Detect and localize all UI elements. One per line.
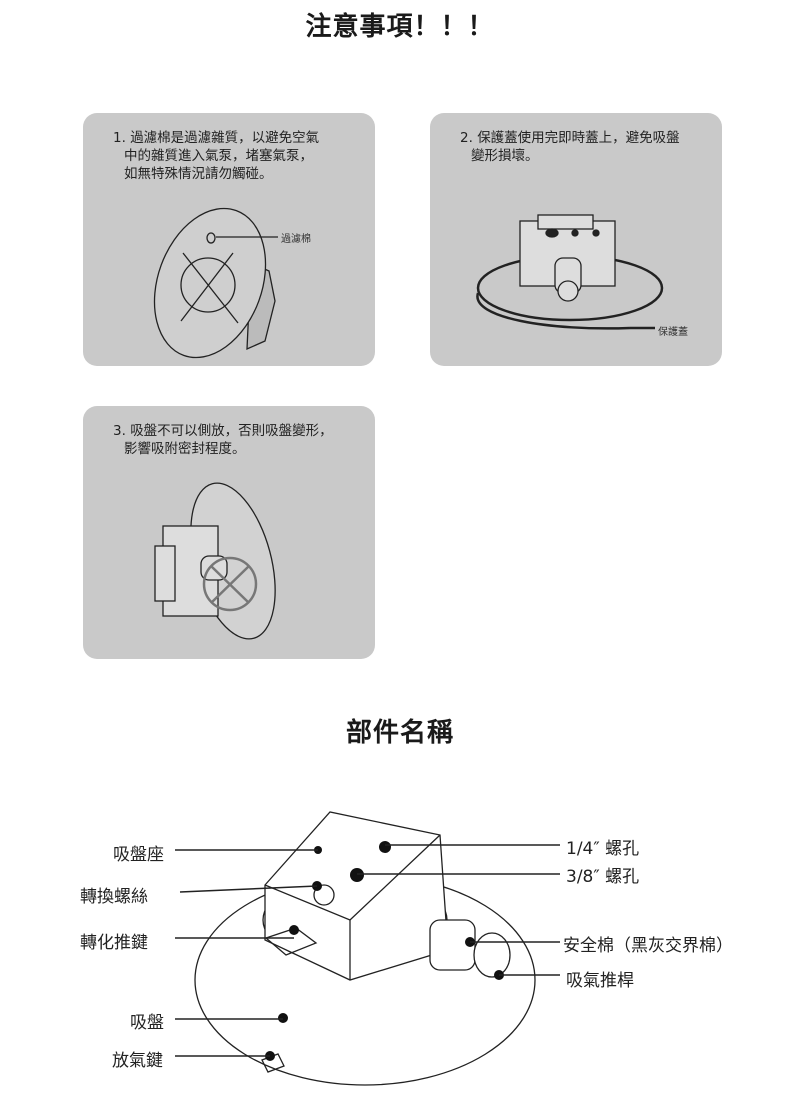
notice-card-cover: 2. 保護蓋使用完即時蓋上，避免吸盤 變形損壞。 保護蓋: [430, 113, 722, 366]
parts-title: 部件名稱: [345, 718, 454, 748]
notice-card-sideways: 3. 吸盤不可以側放，否則吸盤變形， 影響吸附密封程度。: [83, 406, 375, 659]
part-label-safety-foam: 安全棉（黑灰交界棉）: [563, 936, 733, 956]
part-label-base: 吸盤座: [113, 845, 164, 865]
card-text-line: 吸盤不可以側放，否則吸盤變形，: [130, 423, 333, 439]
card-text-line: 變形損壞。: [471, 148, 539, 164]
notice-title: 注意事項！！！: [305, 12, 495, 42]
card-text-line: 過濾棉是過濾雜質，以避免空氣: [130, 130, 320, 146]
card-text-line: 如無特殊情況請勿觸碰。: [124, 166, 273, 182]
card-number: 1.: [113, 130, 126, 146]
cover-label: 保護蓋: [658, 327, 688, 338]
filter-illustration: [153, 207, 278, 359]
filter-label: 過濾棉: [281, 234, 311, 245]
card-text-line: 中的雜質進入氣泵，堵塞氣泵，: [124, 148, 313, 164]
part-label-three-eighth-inch-hole: 3/8″ 螺孔: [566, 867, 640, 887]
part-label-pump-plunger: 吸氣推桿: [566, 971, 634, 991]
part-label-suction-cup: 吸盤: [130, 1013, 164, 1033]
suction-cup-diagram: [175, 811, 560, 1086]
part-label-adapter-screw: 轉換螺絲: [80, 887, 148, 907]
part-label-release-key: 放氣鍵: [112, 1051, 163, 1071]
notice-card-filter: 1. 過濾棉是過濾雜質，以避免空氣 中的雜質進入氣泵，堵塞氣泵， 如無特殊情況請…: [83, 113, 375, 366]
card-text-line: 影響吸附密封程度。: [124, 441, 246, 457]
sideways-illustration: [154, 482, 276, 640]
card-text-line: 保護蓋使用完即時蓋上，避免吸盤: [477, 130, 680, 146]
part-label-switch-key: 轉化推鍵: [80, 933, 148, 953]
card-number: 2.: [460, 130, 473, 146]
cover-illustration: [476, 214, 664, 330]
part-label-quarter-inch-hole: 1/4″ 螺孔: [566, 839, 640, 859]
card-number: 3.: [113, 423, 126, 439]
